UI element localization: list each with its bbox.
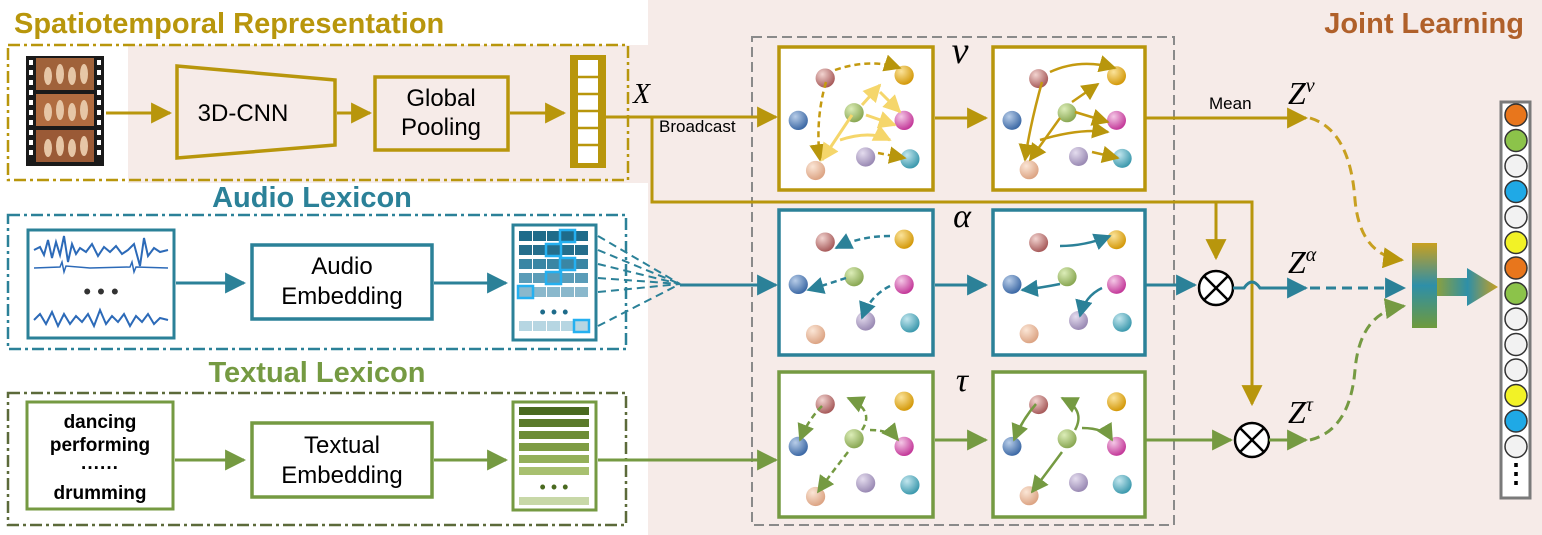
cnn-label: 3D-CNN: [198, 100, 289, 127]
audio-waveform-icon: • • •: [26, 228, 176, 340]
arrow-alpha-mult-out: [1233, 277, 1309, 299]
broadcast-label: Broadcast: [659, 117, 736, 136]
word-ellipsis: ······: [81, 458, 119, 479]
spatiotemporal-title: Spatiotemporal Representation: [14, 8, 444, 40]
link-z-nu-to-fusion: [1309, 116, 1405, 269]
broadcast-line: [650, 117, 1263, 407]
video-frames-icon: [26, 56, 104, 166]
z-alpha-label: Zα: [1288, 244, 1317, 280]
audio-frame: [6, 213, 628, 351]
output-score-circle: [1504, 434, 1528, 459]
x-label: X: [632, 79, 651, 110]
graph-nu-1: [777, 45, 935, 192]
link-z-tau-to-fusion: [1309, 298, 1407, 442]
textual-lexicon-matrix: • • •: [511, 400, 598, 512]
word-dancing: dancing: [64, 412, 137, 433]
graph-tau-1: [777, 370, 935, 519]
audio-lexicon-lookup-lines: [597, 235, 681, 327]
video-feature-vector: [570, 55, 606, 168]
z-alpha-sup: α: [1306, 244, 1317, 266]
output-ellipsis: ⋮: [1503, 458, 1529, 488]
word-drumming: drumming: [54, 483, 147, 504]
textual-title: Textual Lexicon: [208, 357, 425, 389]
audio-matrix-ellipsis: • • •: [540, 302, 569, 322]
audio-embedding-box: [250, 243, 434, 321]
word-list-box: [25, 400, 175, 511]
output-score-circle: [1504, 307, 1528, 331]
output-score-circle: [1504, 230, 1528, 255]
graph-alpha-1: [777, 208, 935, 357]
audio-lexicon-matrix: • • •: [511, 223, 598, 342]
output-score-circle: [1504, 128, 1528, 153]
z-alpha-base: Z: [1288, 244, 1307, 280]
output-score-circle: [1504, 179, 1528, 204]
global-pooling-label-2: Pooling: [401, 114, 481, 141]
alpha-symbol: α: [953, 198, 972, 235]
joint-learning-title: Joint Learning: [1324, 8, 1524, 40]
output-score-circle: [1504, 103, 1528, 127]
word-performing: performing: [50, 435, 150, 456]
z-tau-base: Z: [1288, 394, 1307, 430]
audio-embedding-label-1: Audio: [311, 253, 372, 280]
output-score-circle: [1504, 205, 1528, 229]
global-pooling-label-1: Global: [406, 85, 475, 112]
z-nu-sup: ν: [1306, 75, 1315, 97]
graph-tau-2: [991, 370, 1147, 519]
graph-nu-2: [991, 45, 1147, 192]
z-tau-sup: τ: [1306, 394, 1314, 416]
output-score-circle: [1504, 281, 1528, 306]
spatiotemporal-frame: [6, 43, 630, 182]
graph-column-frame: [751, 36, 1175, 526]
textual-embedding-label-1: Textual: [304, 432, 380, 459]
audio-title: Audio Lexicon: [212, 182, 412, 214]
graph-alpha-2: [991, 208, 1147, 357]
fusion-vector: [1412, 243, 1437, 328]
z-tau-label: Zτ: [1288, 394, 1314, 430]
cnn-box: [175, 64, 337, 160]
output-score-circle: [1504, 332, 1528, 357]
z-nu-base: Z: [1288, 75, 1307, 111]
textual-matrix-ellipsis: • • •: [540, 477, 569, 497]
global-pooling-box: [373, 75, 510, 152]
tau-multiply-icon: [1233, 421, 1271, 459]
output-score-circle: [1504, 256, 1528, 280]
tau-symbol: τ: [956, 362, 970, 399]
output-score-circle: [1504, 383, 1528, 408]
mean-label: Mean: [1209, 94, 1252, 113]
nu-symbol: ν: [952, 30, 969, 72]
output-score-circle: [1504, 154, 1528, 178]
alpha-multiply-icon: [1197, 269, 1235, 307]
output-score-circles: [1504, 103, 1528, 459]
textual-embedding-box: [250, 421, 434, 499]
audio-wave-ellipsis: • • •: [83, 279, 118, 304]
fusion-output-arrow: [1437, 268, 1498, 306]
textual-embedding-label-2: Embedding: [281, 462, 402, 489]
output-score-circle: [1504, 409, 1528, 433]
z-nu-label: Zν: [1288, 75, 1315, 111]
audio-embedding-label-2: Embedding: [281, 283, 402, 310]
output-score-circle: [1504, 358, 1528, 382]
